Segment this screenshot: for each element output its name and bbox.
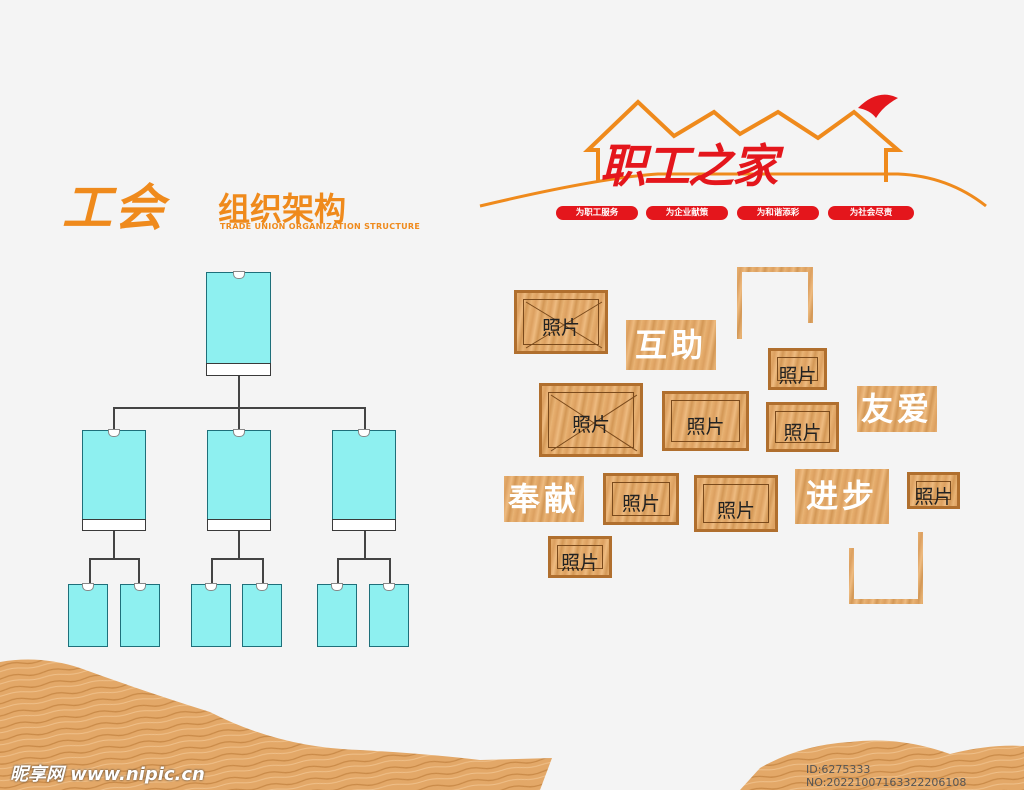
bracket-top (737, 267, 813, 272)
org-box-l3-2 (120, 583, 160, 647)
org-box-top (206, 271, 271, 364)
org-nameplate-l2-3 (332, 519, 396, 531)
photo-label: 照片 (621, 493, 660, 515)
bracket-top-right (808, 267, 813, 323)
watermark-id: ID:6275333 NO:20221007163322206108 (806, 763, 967, 789)
org-box-l3-3 (191, 583, 231, 647)
photo-label: 照片 (686, 416, 725, 438)
photo-label: 照片 (914, 486, 953, 508)
org-nameplate-l2-1 (82, 519, 146, 531)
house-logo (479, 94, 987, 208)
org-box-l2-1 (82, 429, 146, 520)
photo-label: 照片 (783, 422, 822, 444)
org-box-l3-4 (242, 583, 282, 647)
org-box-l3-5 (317, 583, 357, 647)
org-nameplate-l2-2 (207, 519, 271, 531)
photo-frame-7: 照片 (694, 475, 778, 532)
photo-label: 照片 (541, 317, 580, 339)
word-board-2: 友爱 (857, 386, 937, 432)
title-english: TRADE UNION ORGANIZATION STRUCTURE (220, 222, 421, 231)
slogan-4: 为社会尽责 (828, 206, 914, 220)
bracket-bottom (849, 599, 923, 604)
word-board-1: 互助 (626, 320, 716, 370)
title-home: 职工之家 (600, 139, 778, 193)
title-sub: 组织架构 (218, 190, 347, 228)
photo-label: 照片 (560, 552, 599, 574)
title-main: 工会 (62, 178, 166, 237)
bracket-top-left (737, 267, 742, 339)
photo-frame-2: 照片 (539, 383, 643, 457)
slogan-1: 为职工服务 (556, 206, 638, 220)
photo-frame-6: 照片 (603, 473, 679, 525)
photo-frame-5: 照片 (766, 402, 839, 452)
photo-frame-8: 照片 (907, 472, 960, 509)
org-nameplate-top (206, 363, 271, 376)
photo-frame-9: 照片 (548, 536, 612, 578)
wood-ground (0, 659, 1024, 790)
photo-frame-1: 照片 (514, 290, 608, 354)
bracket-bottom-left (849, 548, 854, 604)
photo-label: 照片 (571, 414, 610, 436)
word-board-4: 进步 (795, 469, 889, 524)
org-box-l2-2 (207, 429, 271, 520)
org-box-l3-6 (369, 583, 409, 647)
word-board-3: 奉献 (504, 476, 584, 522)
org-box-l3-1 (68, 583, 108, 647)
slogan-3: 为和谐添彩 (737, 206, 819, 220)
photo-label: 照片 (716, 500, 755, 522)
slogan-2: 为企业献策 (646, 206, 728, 220)
photo-label: 照片 (778, 365, 817, 387)
watermark-site: 昵享网 www.nipic.cn (10, 764, 205, 785)
photo-frame-4: 照片 (768, 348, 827, 390)
bracket-bottom-right (918, 532, 923, 604)
org-box-l2-3 (332, 429, 396, 520)
photo-frame-3: 照片 (662, 391, 749, 451)
